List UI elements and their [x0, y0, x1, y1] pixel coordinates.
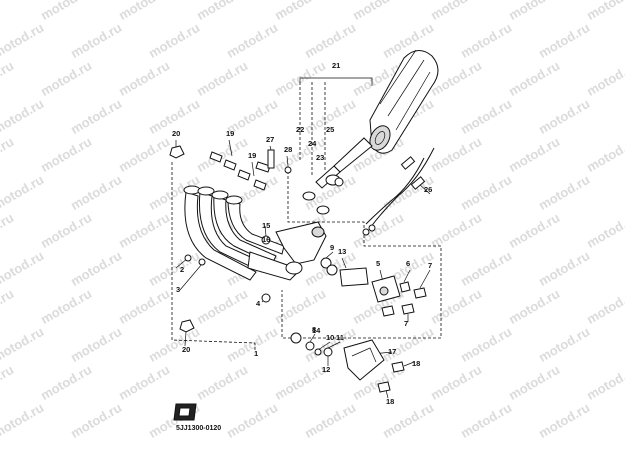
callout-leader-lines: [175, 77, 431, 399]
callout-21: 21: [332, 61, 340, 70]
callout-15: 15: [262, 221, 270, 230]
reference-icon: [173, 403, 197, 421]
callout-2: 2: [180, 265, 184, 274]
muffler: [315, 49, 439, 189]
callout-23: 23: [316, 153, 324, 162]
leader-line: [419, 269, 431, 289]
leader-line: [251, 161, 255, 177]
callout-7b: 7: [404, 319, 408, 328]
callout-22: 22: [296, 125, 304, 134]
right-bracket-assembly: [320, 257, 427, 317]
callout-19b: 19: [248, 151, 256, 160]
lower-bracket-assembly: [290, 332, 405, 393]
leader-line: [403, 269, 411, 283]
leader-line: [228, 139, 233, 157]
flange-bolts: [169, 145, 292, 333]
callout-9a: 9: [330, 243, 334, 252]
callout-18b: 18: [386, 397, 394, 406]
callout-16: 16: [262, 235, 270, 244]
leader-line: [385, 389, 389, 399]
leader-line: [327, 341, 341, 349]
leader-line: [325, 251, 334, 259]
callout-10: 10: [326, 333, 334, 342]
callout-8: 8: [312, 325, 316, 334]
callout-13: 13: [338, 247, 346, 256]
callout-11: 11: [336, 333, 344, 342]
cables: [362, 147, 435, 236]
leader-line: [264, 225, 267, 237]
bracket-assembly-boundary: [281, 166, 442, 339]
leader-line: [317, 341, 331, 351]
leader-line: [269, 145, 272, 151]
callout-6: 6: [406, 259, 410, 268]
callout-20b: 20: [182, 345, 190, 354]
callout-18a: 18: [412, 359, 420, 368]
callout-3: 3: [176, 285, 180, 294]
callout-5: 5: [376, 259, 380, 268]
callout-28: 28: [284, 145, 292, 154]
leader-line: [179, 263, 203, 291]
leader-line: [403, 361, 415, 367]
callout-17: 17: [388, 347, 396, 356]
callout-12: 12: [322, 365, 330, 374]
callout-numbers: 1 2 3 4 5 6 7 7 8 9 10 11 12 13 14 15 16…: [172, 61, 432, 406]
leader-line: [286, 155, 289, 167]
leader-line: [184, 331, 187, 347]
callout-4: 4: [256, 299, 261, 308]
diagram-code: 5JJ1300-0120: [176, 425, 222, 432]
leader-line: [309, 333, 316, 343]
leader-bracket: [299, 77, 373, 86]
exhaust-pipes: [183, 185, 327, 281]
callout-14: 14: [312, 326, 321, 335]
leader-line: [341, 257, 347, 269]
callout-25: 25: [326, 125, 334, 134]
callout-24: 24: [308, 139, 317, 148]
callout-7a: 7: [428, 261, 432, 270]
callout-20a: 20: [172, 129, 180, 138]
gasket-clamps: [302, 177, 344, 215]
callout-26: 26: [424, 185, 432, 194]
callout-19a: 19: [226, 129, 234, 138]
callout-1: 1: [254, 349, 258, 358]
callout-27: 27: [266, 135, 274, 144]
boundary-outlines: [171, 82, 442, 350]
